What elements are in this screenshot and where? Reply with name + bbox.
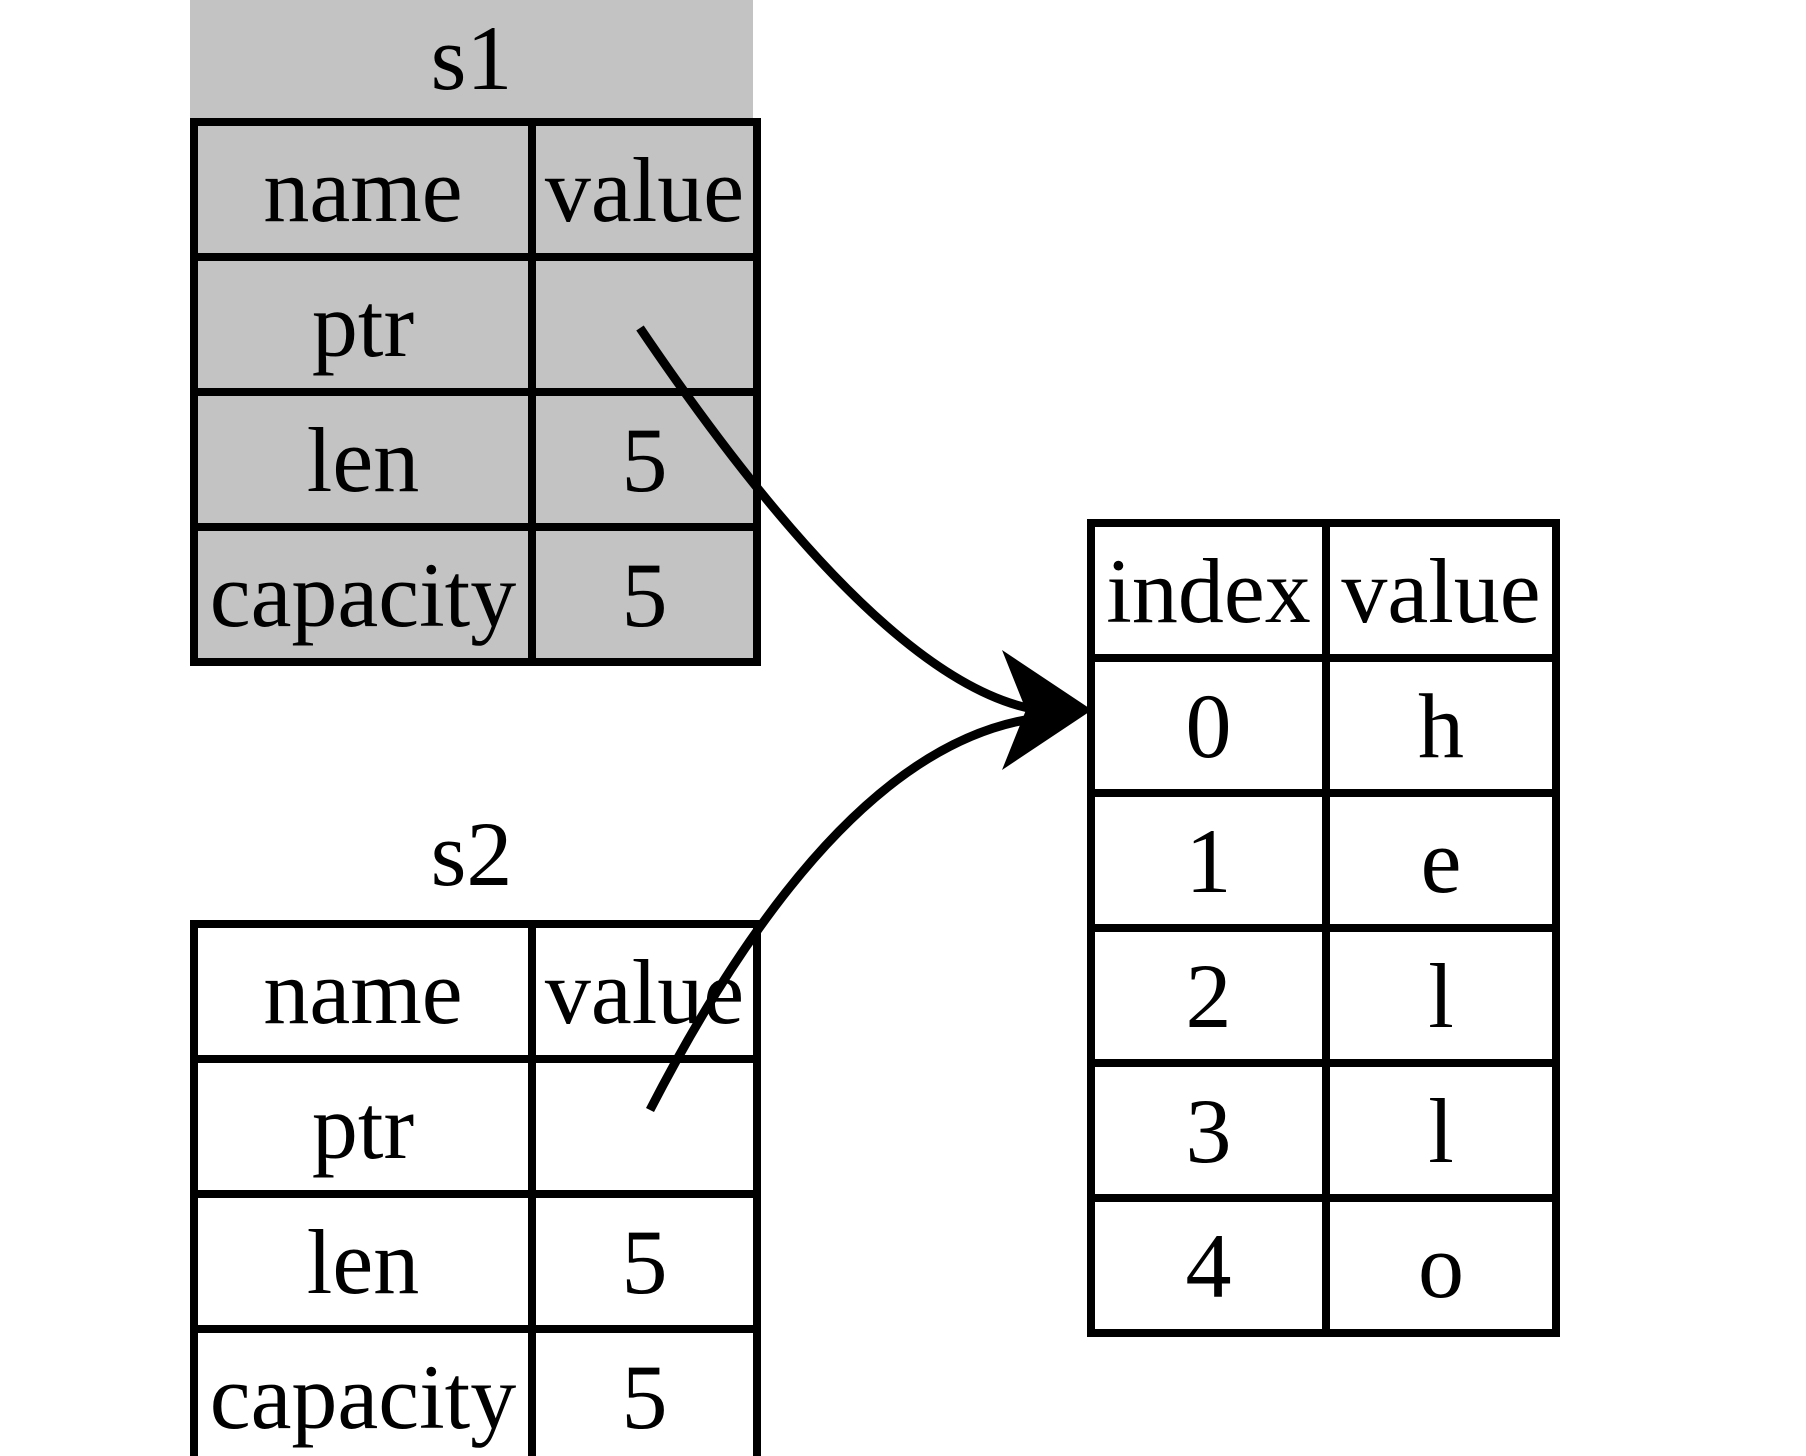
s2-table: name value ptr len 5 capacity 5 [190, 920, 761, 1456]
heap-value-cell: o [1322, 1194, 1560, 1337]
arrowhead-icon [1002, 650, 1092, 770]
heap-index-cell: 0 [1087, 654, 1330, 797]
heap-value-cell: l [1322, 1059, 1560, 1202]
table-row: 4 o [1087, 1194, 1560, 1337]
s1-header-name: name [190, 118, 536, 261]
s1-capacity-value-cell: 5 [528, 523, 761, 666]
table-row: capacity 5 [190, 1325, 761, 1456]
heap-header-index: index [1087, 519, 1330, 662]
s2-len-value-cell: 5 [528, 1190, 761, 1333]
table-row: capacity 5 [190, 523, 761, 666]
s2-ptr-name-cell: ptr [190, 1055, 536, 1198]
heap-value-cell: l [1322, 924, 1560, 1067]
s2-label: s2 [430, 803, 513, 905]
heap-index-cell: 3 [1087, 1059, 1330, 1202]
s1-header-row: name value [190, 118, 761, 261]
table-row: len 5 [190, 388, 761, 531]
s2-len-name-cell: len [190, 1190, 536, 1333]
heap-index-cell: 4 [1087, 1194, 1330, 1337]
table-row: ptr [190, 253, 761, 396]
s2-ptr-value-cell [528, 1055, 761, 1198]
s1-len-name-cell: len [190, 388, 536, 531]
s1-ptr-value-cell [528, 253, 761, 396]
s1-header-value: value [528, 118, 761, 261]
s2-header-name: name [190, 920, 536, 1063]
heap-value-cell: e [1322, 789, 1560, 932]
heap-index-cell: 2 [1087, 924, 1330, 1067]
s1-table: name value ptr len 5 capacity 5 [190, 118, 761, 666]
table-row: 1 e [1087, 789, 1560, 932]
heap-buffer-table: index value 0 h 1 e 2 l 3 l 4 o [1087, 519, 1560, 1337]
table-row: 2 l [1087, 924, 1560, 1067]
heap-index-cell: 1 [1087, 789, 1330, 932]
heap-header-value: value [1322, 519, 1560, 662]
table-row: 3 l [1087, 1059, 1560, 1202]
s1-len-value-cell: 5 [528, 388, 761, 531]
heap-value-cell: h [1322, 654, 1560, 797]
heap-header-row: index value [1087, 519, 1560, 662]
s1-label: s1 [430, 7, 513, 109]
s1-ptr-name-cell: ptr [190, 253, 536, 396]
table-row: 0 h [1087, 654, 1560, 797]
s2-header-row: name value [190, 920, 761, 1063]
s2-capacity-value-cell: 5 [528, 1325, 761, 1456]
s1-capacity-name-cell: capacity [190, 523, 536, 666]
s2-capacity-name-cell: capacity [190, 1325, 536, 1456]
table-row: len 5 [190, 1190, 761, 1333]
table-row: ptr [190, 1055, 761, 1198]
s2-header-value: value [528, 920, 761, 1063]
